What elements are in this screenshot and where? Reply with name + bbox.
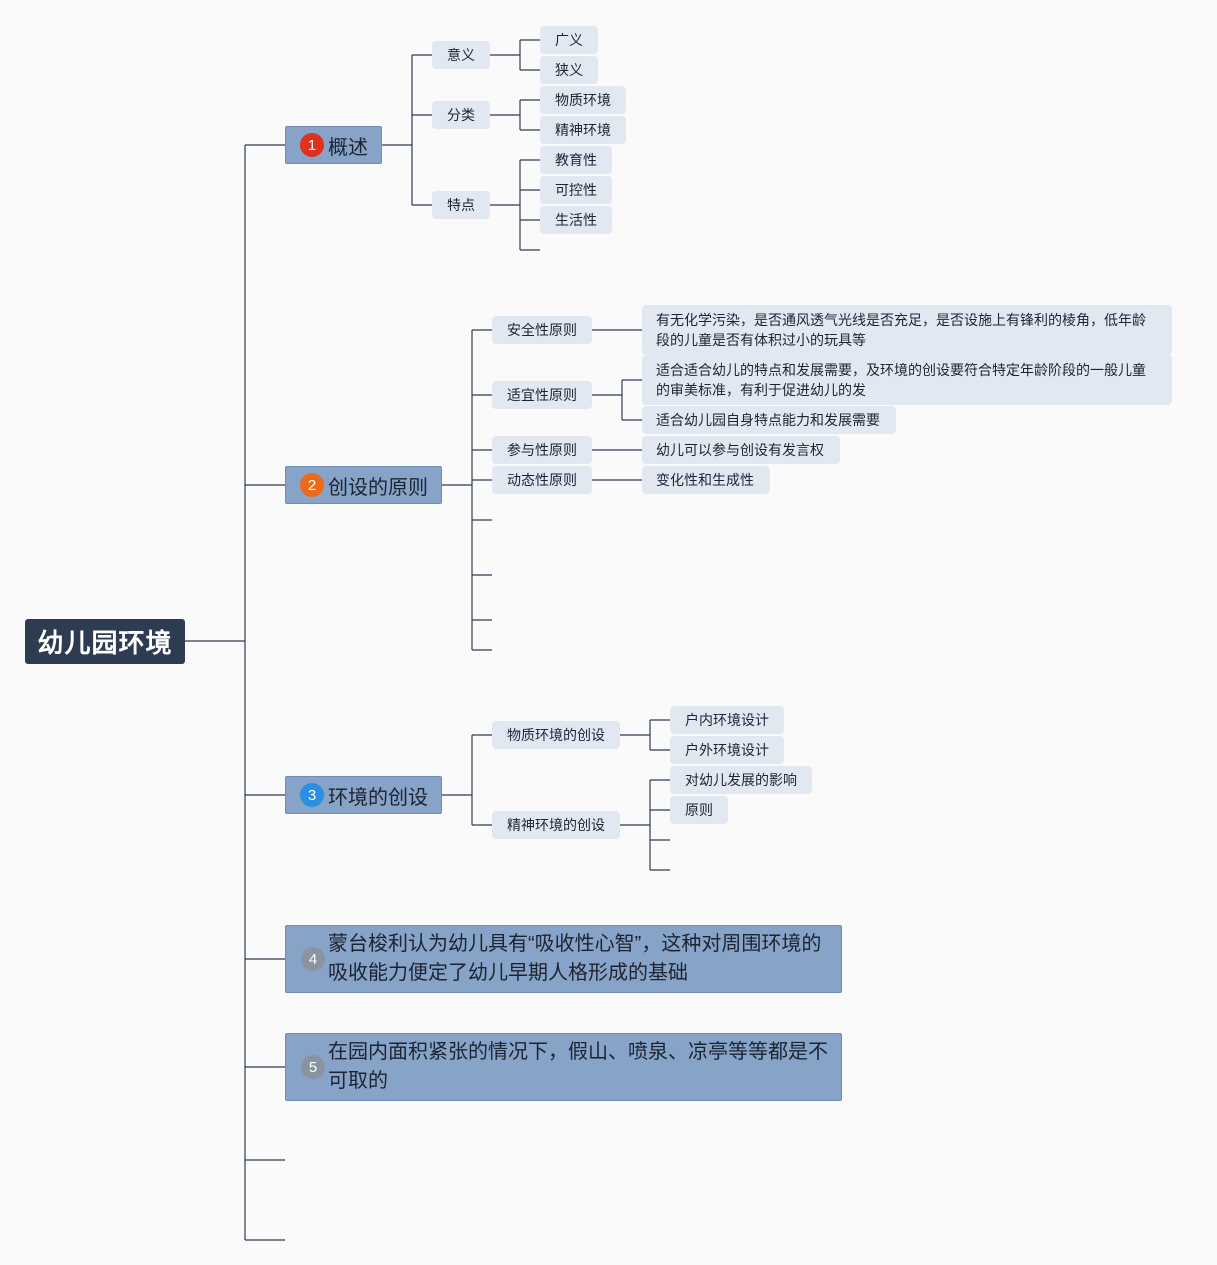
leaf-indoor-design[interactable]: 户内环境设计 [670,706,784,734]
number-badge: 2 [300,473,324,497]
number-badge: 1 [300,133,324,157]
topic-label: 环境的创设 [328,786,428,809]
topic-montessori[interactable]: 4 蒙台梭利认为幼儿具有“吸收性心智”，这种对周围环境的吸收能力便定了幼儿早期人… [285,925,842,993]
leaf-narrow-sense[interactable]: 狭义 [540,56,598,84]
leaf-influence-on-development[interactable]: 对幼儿发展的影响 [670,766,812,794]
leaf-broad-sense[interactable]: 广义 [540,26,598,54]
leaf-spiritual-environment[interactable]: 精神环境 [540,116,626,144]
topic-design-principles[interactable]: 2 创设的原则 [285,466,442,504]
leaf-material-environment[interactable]: 物质环境 [540,86,626,114]
topic-label: 概述 [328,136,368,159]
leaf-dynamic-details[interactable]: 变化性和生成性 [642,466,770,494]
topic-limited-space[interactable]: 5 在园内面积紧张的情况下，假山、喷泉、凉亭等等都是不可取的 [285,1033,842,1101]
subtopic-dynamic-principle[interactable]: 动态性原则 [492,466,592,494]
topic-label: 创设的原则 [328,476,428,499]
number-badge: 3 [300,783,324,807]
leaf-educational[interactable]: 教育性 [540,146,612,174]
leaf-principles[interactable]: 原则 [670,796,728,824]
topic-overview[interactable]: 1 概述 [285,126,382,164]
subtopic-safety-principle[interactable]: 安全性原则 [492,316,592,344]
number-badge: 4 [301,947,325,971]
topic-environment-creation[interactable]: 3 环境的创设 [285,776,442,814]
leaf-safety-details[interactable]: 有无化学污染，是否通风透气光线是否充足，是否设施上有锋利的棱角，低年龄段的儿童是… [642,305,1172,355]
leaf-daily-life[interactable]: 生活性 [540,206,612,234]
leaf-controllable[interactable]: 可控性 [540,176,612,204]
subtopic-material-creation[interactable]: 物质环境的创设 [492,721,620,749]
subtopic-spiritual-creation[interactable]: 精神环境的创设 [492,811,620,839]
subtopic-classification[interactable]: 分类 [432,101,490,129]
root-node[interactable]: 幼儿园环境 [25,619,185,664]
leaf-suitability-details[interactable]: 适合适合幼儿的特点和发展需要，及环境的创设要符合特定年龄阶段的一般儿童的审美标准… [642,355,1172,405]
leaf-suitability-kindergarten[interactable]: 适合幼儿园自身特点能力和发展需要 [642,406,896,434]
subtopic-meaning[interactable]: 意义 [432,41,490,69]
subtopic-suitability-principle[interactable]: 适宜性原则 [492,381,592,409]
subtopic-characteristics[interactable]: 特点 [432,191,490,219]
leaf-participation-details[interactable]: 幼儿可以参与创设有发言权 [642,436,840,464]
topic-label: 蒙台梭利认为幼儿具有“吸收性心智”，这种对周围环境的吸收能力便定了幼儿早期人格形… [328,933,822,984]
leaf-outdoor-design[interactable]: 户外环境设计 [670,736,784,764]
topic-label: 在园内面积紧张的情况下，假山、喷泉、凉亭等等都是不可取的 [328,1041,828,1092]
number-badge: 5 [301,1055,325,1079]
subtopic-participation-principle[interactable]: 参与性原则 [492,436,592,464]
